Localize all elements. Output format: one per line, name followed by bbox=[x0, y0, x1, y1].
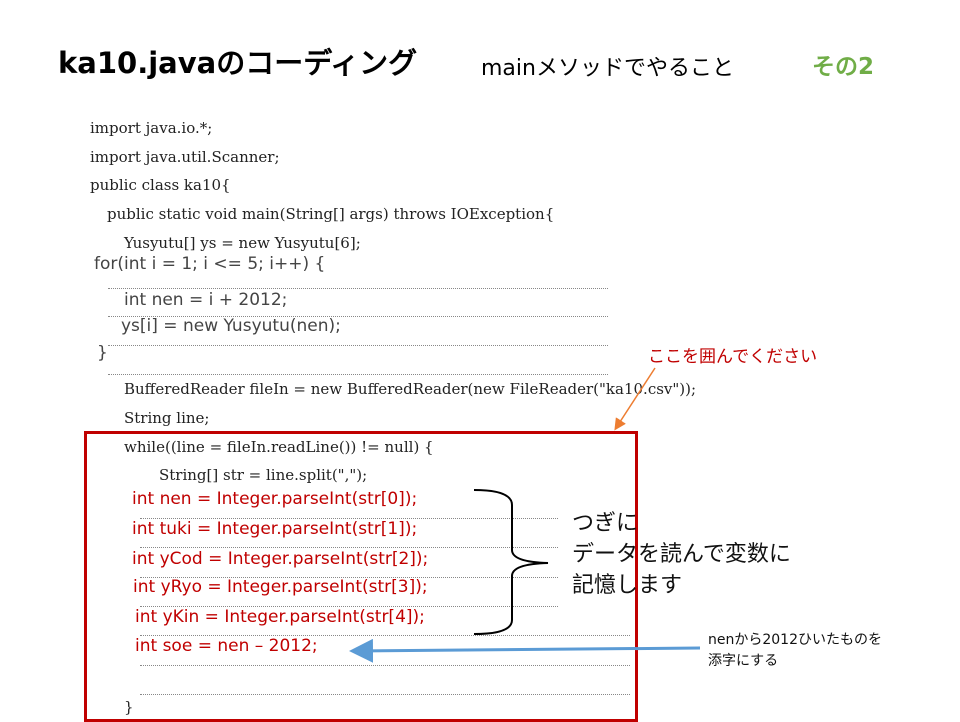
subscript-note-line1: nenから2012ひいたものを bbox=[708, 632, 882, 648]
dotted-guide bbox=[108, 288, 608, 289]
code-line-while: while((line = fileIn.readLine()) != null… bbox=[124, 438, 434, 456]
code-line-close-while: } bbox=[124, 698, 134, 716]
code-line-parse-tuki: int tuki = Integer.parseInt(str[1]); bbox=[132, 519, 418, 539]
read-variables-note: つぎに データを読んで変数に 記憶します bbox=[572, 508, 791, 601]
curly-brace-icon bbox=[473, 489, 549, 635]
code-line-string-decl: String line; bbox=[124, 409, 210, 427]
slide-title: ka10.javaのコーディング bbox=[58, 46, 418, 80]
enclose-instruction: ここを囲んでください bbox=[648, 347, 818, 367]
code-line-reader: BufferedReader fileIn = new BufferedRead… bbox=[124, 380, 697, 398]
code-line-parse-ykin: int yKin = Integer.parseInt(str[4]); bbox=[135, 607, 425, 627]
code-line-split: String[] str = line.split(","); bbox=[159, 466, 368, 484]
code-line-parse-nen: int nen = Integer.parseInt(str[0]); bbox=[132, 489, 418, 509]
code-line-import-scanner: import java.util.Scanner; bbox=[90, 148, 280, 166]
code-line-class-decl: public class ka10{ bbox=[90, 176, 231, 194]
dotted-guide bbox=[108, 316, 608, 317]
dotted-guide bbox=[140, 606, 558, 607]
read-note-line2: データを読んで変数に bbox=[572, 542, 791, 567]
code-line-ys: ys[i] = new Yusyutu(nen); bbox=[121, 316, 341, 336]
slide-part-label: その2 bbox=[812, 54, 875, 80]
slide-subtitle: mainメソッドでやること bbox=[481, 56, 734, 81]
dotted-guide bbox=[140, 694, 630, 695]
code-line-parse-yryo: int yRyo = Integer.parseInt(str[3]); bbox=[133, 577, 428, 597]
dotted-guide bbox=[140, 547, 558, 548]
dotted-guide bbox=[140, 635, 630, 636]
code-line-array-decl: Yusyutu[] ys = new Yusyutu[6]; bbox=[124, 234, 361, 252]
read-note-line1: つぎに bbox=[572, 511, 639, 536]
dotted-guide bbox=[140, 577, 558, 578]
dotted-guide bbox=[140, 518, 558, 519]
read-note-line3: 記憶します bbox=[572, 573, 683, 598]
subscript-note: nenから2012ひいたものを 添字にする bbox=[708, 630, 882, 672]
orange-pointer-arrow bbox=[614, 367, 656, 431]
dotted-guide bbox=[140, 665, 630, 666]
dotted-guide bbox=[108, 374, 608, 375]
code-line-soe: int soe = nen – 2012; bbox=[135, 636, 318, 656]
code-line-for: for(int i = 1; i <= 5; i++) { bbox=[94, 254, 326, 274]
subscript-note-line2: 添字にする bbox=[708, 653, 779, 669]
code-line-nen: int nen = i + 2012; bbox=[124, 290, 288, 310]
code-line-main-decl: public static void main(String[] args) t… bbox=[107, 205, 555, 223]
code-line-close-for: } bbox=[97, 343, 108, 363]
code-line-parse-ycod: int yCod = Integer.parseInt(str[2]); bbox=[132, 549, 429, 569]
code-line-import-io: import java.io.*; bbox=[90, 119, 213, 137]
dotted-guide bbox=[108, 345, 608, 346]
blue-pointer-arrow bbox=[349, 638, 701, 663]
